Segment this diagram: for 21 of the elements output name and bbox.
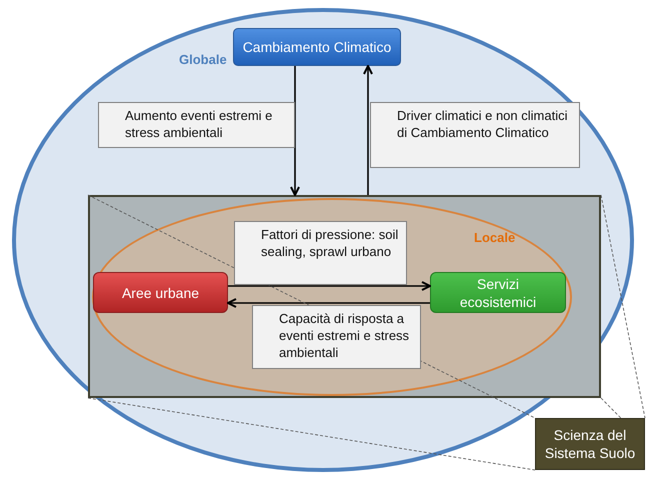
dashed-line [600, 398, 622, 418]
box-label: Cambiamento Climatico [242, 38, 392, 56]
arrow [228, 281, 431, 291]
dashed-line [600, 194, 646, 418]
box-label: Aree urbane [122, 284, 200, 302]
edge-label: Fattori di pressione: soil sealing, sprawl urbano [234, 221, 407, 285]
process-box [535, 418, 645, 470]
arrow [227, 298, 430, 308]
edge-label: Driver climatici e non climatici di Cambiamento Climatico [370, 102, 580, 168]
arrow [290, 66, 300, 196]
process-box [430, 272, 566, 313]
process-box [233, 28, 401, 66]
edge-label: Aumento eventi estremi e stress ambientali [98, 102, 295, 148]
scope-label: Globale [179, 52, 227, 68]
process-box [93, 272, 228, 313]
scope-label: Locale [474, 230, 516, 246]
box-label: Servizi ecosistemici [458, 274, 538, 310]
dashed-line [88, 398, 536, 470]
box-label: Scienza del Sistema Suolo [544, 426, 636, 462]
arrow [363, 65, 373, 195]
edge-label: Capacità di risposta a eventi estremi e stress ambientali [252, 305, 421, 369]
